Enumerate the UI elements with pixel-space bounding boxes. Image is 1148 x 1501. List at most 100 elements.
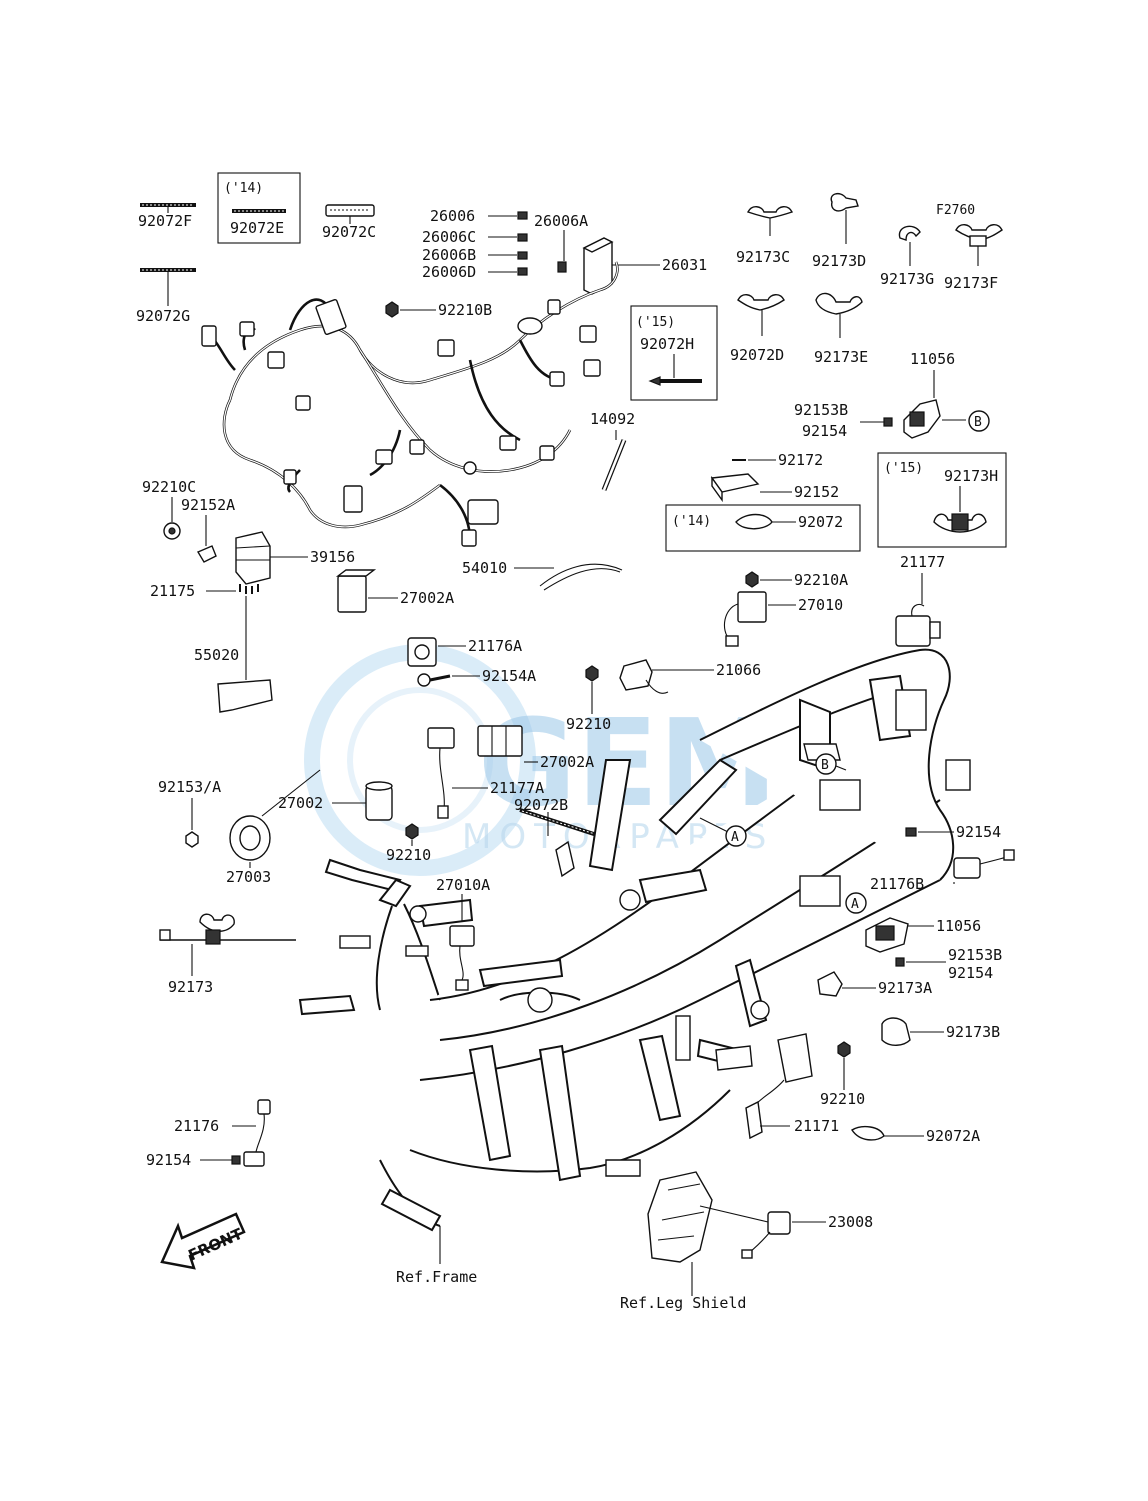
year-note-15-tie: ('15): [636, 315, 675, 330]
year-note-14: ('14): [224, 181, 263, 196]
ref-frame-label: Ref.Frame: [396, 1268, 477, 1286]
part-label-26006B: 26006B: [422, 246, 476, 264]
band-92072A: [851, 1125, 924, 1141]
part-label-26006A: 26006A: [534, 212, 588, 230]
nut-92210-mid: [585, 665, 599, 714]
clamp-92173F: [955, 224, 1003, 266]
nut-92210-right: [837, 1041, 851, 1090]
fuse-box-26031: [582, 237, 660, 295]
part-label-21176A: 21176A: [468, 637, 522, 655]
sensor-21176B: [953, 849, 1015, 884]
cable-tie-92072F: [140, 203, 196, 213]
part-label-92072G: 92072G: [136, 307, 190, 325]
part-label-23008: 23008: [828, 1213, 873, 1231]
year-note-14-band: ('14): [672, 514, 711, 529]
sensor-21176A: [407, 637, 466, 667]
front-arrow-icon: FRONT: [160, 1212, 246, 1270]
part-label-92154-low: 92154: [948, 964, 993, 982]
bracket-55020: [217, 596, 273, 713]
part-label-26006: 26006: [430, 207, 475, 225]
part-label-92072B: 92072B: [514, 796, 568, 814]
cable-tie-92072G: [140, 268, 196, 306]
callout-b-frame: [815, 753, 847, 775]
part-label-92072H: 92072H: [640, 335, 694, 353]
part-label-92072A: 92072A: [926, 1127, 980, 1145]
part-label-92210C: 92210C: [142, 478, 196, 496]
part-label-27002: 27002: [278, 794, 323, 812]
bolt-92154-right: [905, 827, 954, 837]
part-label-27002A-mid: 27002A: [540, 753, 594, 771]
part-label-27010: 27010: [798, 596, 843, 614]
switch-23008: [741, 1211, 826, 1259]
sensor-21176: [232, 1099, 271, 1167]
nut-92210B: [385, 301, 436, 318]
bolt-92153A: [185, 798, 199, 848]
part-label-26006C: 26006C: [422, 228, 476, 246]
part-label-92152A: 92152A: [181, 496, 235, 514]
callout-b-top: [968, 410, 990, 432]
part-label-92072E: 92072E: [230, 219, 284, 237]
part-label-92154-right: 92154: [956, 823, 1001, 841]
coil-21171: [745, 1033, 813, 1140]
nut-92210C: [163, 497, 181, 540]
part-label-92210B: 92210B: [438, 301, 492, 319]
bolt-92154-left: [200, 1155, 241, 1165]
part-label-92153B-low: 92153B: [948, 946, 1002, 964]
callout-a-frame: [699, 817, 747, 847]
part-label-21066: 21066: [716, 661, 761, 679]
part-label-21175: 21175: [150, 582, 195, 600]
part-label-21177: 21177: [900, 553, 945, 571]
band-92072: [735, 513, 796, 530]
year-box-15-clamp: [877, 452, 1007, 548]
part-label-14092: 14092: [590, 410, 635, 428]
part-label-92153A: 92153/A: [158, 778, 221, 796]
callout-b-frame-label: B: [821, 758, 829, 773]
cable-tie-92072B: [519, 808, 601, 878]
part-label-92173: 92173: [168, 978, 213, 996]
connector-27002A-mid: [477, 725, 538, 763]
figure-code: F2760: [936, 203, 975, 218]
part-label-92154-left: 92154: [146, 1151, 191, 1169]
callout-a-frame-label: A: [731, 830, 739, 845]
callout-b-top-label: B: [974, 415, 982, 430]
cable-54010: [514, 563, 623, 591]
part-label-92173H: 92173H: [944, 467, 998, 485]
part-label-11056-top: 11056: [910, 350, 955, 368]
part-label-92173G: 92173G: [880, 270, 934, 288]
screw-92153B-top: [860, 417, 893, 427]
part-label-92072F: 92072F: [138, 212, 192, 230]
part-label-21176B: 21176B: [870, 875, 924, 893]
bolt-92154A: [417, 673, 480, 687]
part-label-21171: 21171: [794, 1117, 839, 1135]
relay-21177: [895, 573, 941, 647]
main-wiring-harness: [201, 261, 619, 547]
bracket-11056-top: [903, 370, 990, 439]
part-label-92210-right: 92210: [820, 1090, 865, 1108]
relay-21177A: [427, 727, 488, 819]
part-label-27003: 27003: [226, 868, 271, 886]
cable-tie-92072C: [325, 204, 375, 224]
part-label-92072: 92072: [798, 513, 843, 531]
year-box-14-ties: [217, 172, 301, 244]
part-label-21176: 21176: [174, 1117, 219, 1135]
relay-27010: [723, 591, 796, 647]
part-label-54010: 54010: [462, 559, 507, 577]
leg-shield-bracket: [647, 1171, 769, 1296]
part-label-92173A: 92173A: [878, 979, 932, 997]
year-note-15-clamp: ('15): [884, 461, 923, 476]
relay-27010A: [449, 894, 475, 991]
nut-92210-low: [405, 823, 419, 846]
part-label-92210-low: 92210: [386, 846, 431, 864]
part-label-21177A: 21177A: [490, 779, 544, 797]
tube-14092: [601, 430, 627, 491]
year-box-15-tie: [630, 305, 718, 401]
clamp-92173B: [881, 1017, 944, 1046]
clamp-92173A: [817, 971, 876, 997]
part-label-92072D: 92072D: [730, 346, 784, 364]
clamp-92173H: [933, 486, 987, 533]
connector-27002A-top: [335, 569, 398, 613]
clamp-92173: [159, 913, 296, 976]
clamp-92173E: [815, 292, 863, 338]
part-label-26006D: 26006D: [422, 263, 476, 281]
clamp-92072D: [737, 294, 785, 336]
